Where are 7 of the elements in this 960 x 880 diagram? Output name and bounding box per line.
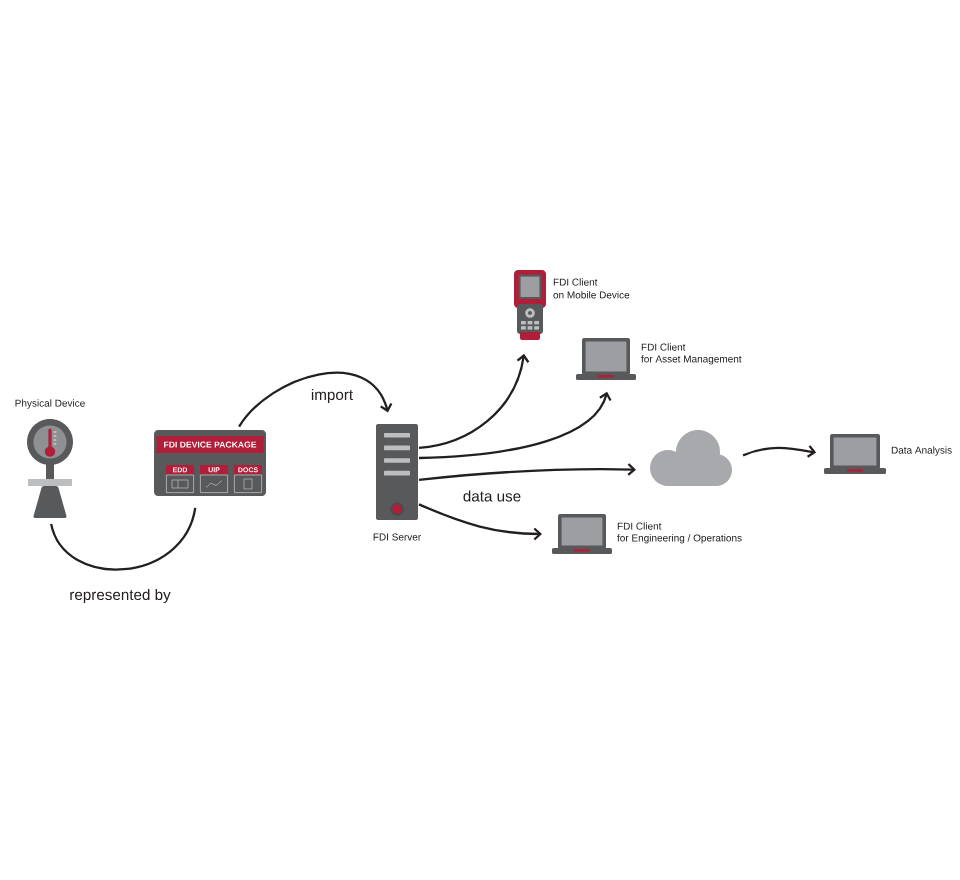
arrow <box>418 391 612 460</box>
cloud <box>650 430 732 486</box>
arrow <box>418 463 636 482</box>
arrow <box>418 353 530 450</box>
arrow <box>418 503 542 541</box>
arrow <box>238 371 393 428</box>
arrow <box>742 445 817 458</box>
